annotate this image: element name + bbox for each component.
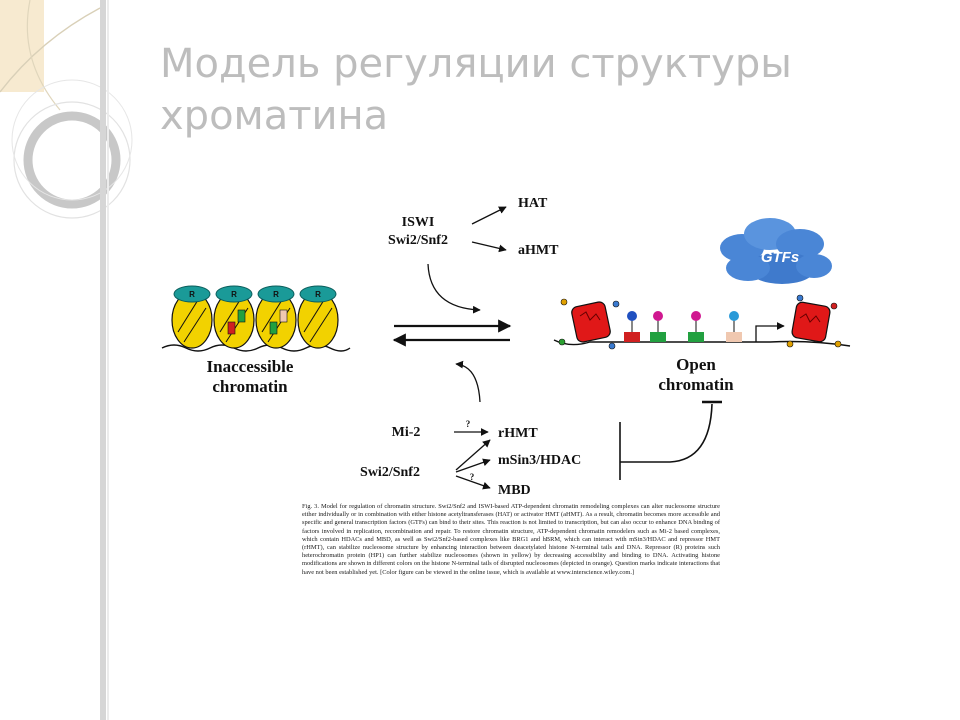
- inaccessible-label-line1: Inaccessible: [207, 357, 294, 376]
- target-msin3-hdac: mSin3/HDAC: [498, 453, 581, 468]
- arrow-to-mbd: [455, 475, 491, 490]
- inaccessible-label-line2: chromatin: [212, 377, 288, 396]
- repressor-label: R: [273, 290, 279, 299]
- nucleosome-yellow: [255, 291, 297, 349]
- open-chromatin-fiber: [553, 294, 851, 350]
- transcription-start-arrow: [755, 322, 785, 342]
- arrow-to-hat: [471, 206, 507, 225]
- target-hat: HAT: [518, 196, 548, 211]
- slide-title: Модель регуляции структуры хроматина: [160, 38, 920, 142]
- arrow-top-curve: [427, 263, 481, 314]
- target-mbd: MBD: [498, 483, 531, 498]
- repressor-proteins: [173, 285, 337, 303]
- inhibition-arrow: [620, 403, 713, 463]
- top-complex-iswi: ISWI: [402, 215, 435, 230]
- gtfs-label: GTFs: [761, 249, 799, 266]
- repressor-label: R: [189, 290, 195, 299]
- arrow-to-ahmt: [471, 241, 507, 253]
- bottom-complex-swi2snf2: Swi2/Snf2: [360, 465, 420, 480]
- nucleosome-red: [786, 294, 842, 348]
- inaccessible-chromatin-fiber: R R R R: [161, 285, 351, 352]
- gtfs-cloud: [720, 218, 832, 284]
- bottom-complex-mi2: Mi-2: [392, 425, 421, 440]
- arrow-to-msin3: [455, 458, 491, 473]
- arrow-to-rhmt-from-swi: [455, 439, 491, 471]
- slide-title-line1: Модель регуляции структуры: [160, 41, 792, 87]
- open-label-line2: chromatin: [658, 375, 734, 394]
- question-mark: ?: [466, 419, 471, 429]
- top-complex-swi2snf2: Swi2/Snf2: [388, 233, 448, 248]
- bound-factors: [624, 311, 742, 342]
- repressor-label: R: [231, 290, 237, 299]
- question-mark: ?: [470, 472, 475, 482]
- target-rhmt: rHMT: [498, 426, 538, 441]
- corner-ornament: [0, 0, 133, 720]
- target-ahmt: aHMT: [518, 243, 559, 258]
- figure-caption: Fig. 3. Model for regulation of chromati…: [302, 503, 720, 576]
- nucleosome-yellow: [297, 291, 339, 349]
- nucleosome-red: [558, 298, 620, 350]
- repressor-label: R: [315, 290, 321, 299]
- slide-title-line2: хроматина: [160, 93, 389, 139]
- arrow-bottom-curve: [455, 360, 481, 403]
- open-label-line1: Open: [676, 355, 716, 374]
- chromatin-model-diagram: ISWI Swi2/Snf2 HAT aHMT GTFs: [161, 196, 851, 498]
